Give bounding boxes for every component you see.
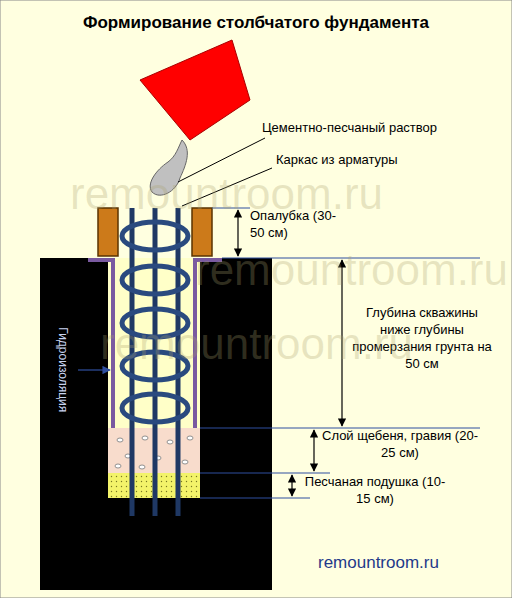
watermark: remountroom.ru xyxy=(100,322,413,366)
diagram-title: Формирование столбчатого фундамента xyxy=(0,12,512,34)
dimension-label: Песчаная подушка (10-15 см) xyxy=(300,474,450,508)
callout-label: Каркас из арматуры xyxy=(276,152,398,169)
site-url: remountroom.ru xyxy=(318,552,439,574)
vertical-label: Гидроизоляция xyxy=(54,328,70,413)
watermark: remountroom.ru xyxy=(195,248,508,292)
dimension-label: Слой щебеня, гравия (20-25 см) xyxy=(320,428,480,462)
callout-label: Цементно-песчаный раствор xyxy=(262,120,437,137)
watermark: remountroom.ru xyxy=(70,172,383,216)
